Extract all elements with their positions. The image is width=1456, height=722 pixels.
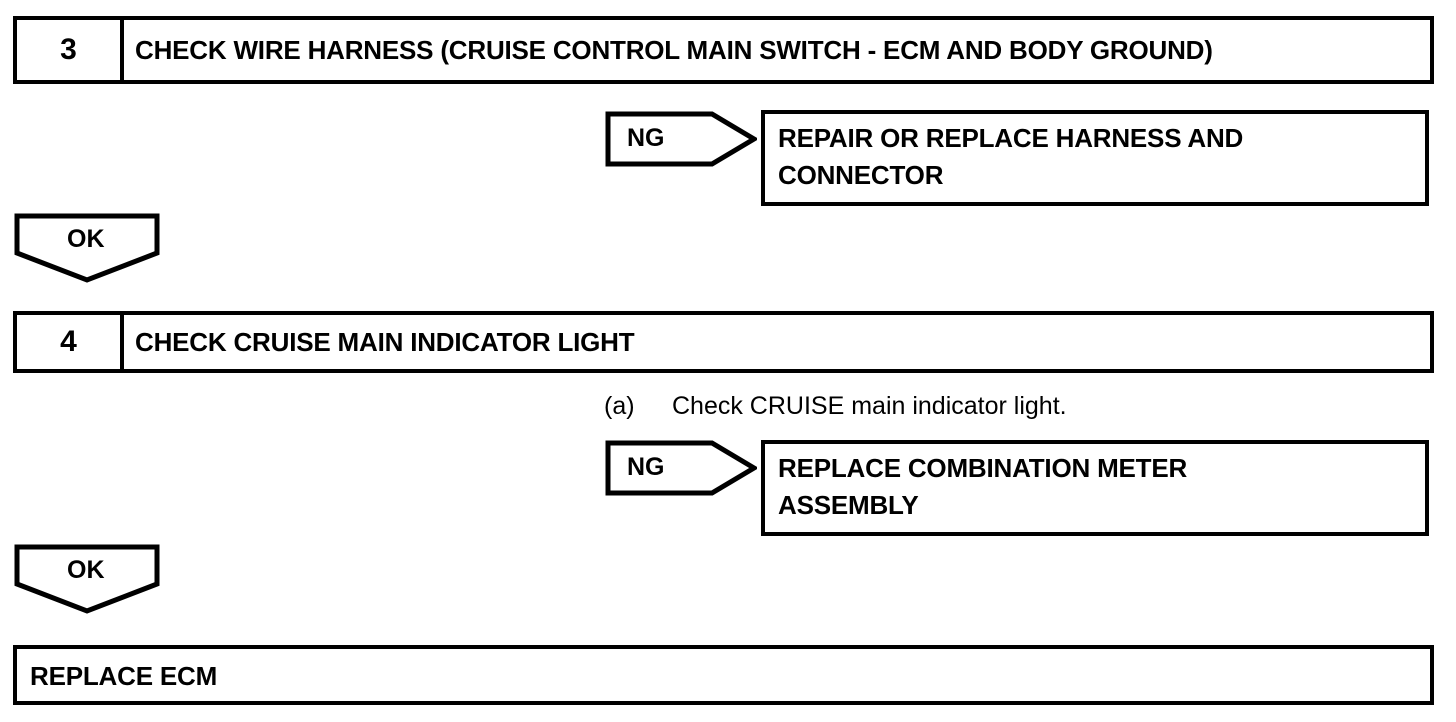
- connector-ng-label: NG: [627, 453, 665, 481]
- step-number-4: 4: [17, 315, 124, 369]
- final-outcome-box: REPLACE ECM: [13, 645, 1434, 705]
- result-line-2: ASSEMBLY: [778, 490, 919, 520]
- result-line-1: REPAIR OR REPLACE HARNESS AND: [778, 123, 1244, 153]
- step-row-3: 3 CHECK WIRE HARNESS (CRUISE CONTROL MAI…: [13, 16, 1434, 84]
- final-outcome-text: REPLACE ECM: [30, 661, 218, 691]
- connector-ng-step-3: NG: [605, 111, 757, 167]
- step-row-4: 4 CHECK CRUISE MAIN INDICATOR LIGHT: [13, 311, 1434, 373]
- step-title-3: CHECK WIRE HARNESS (CRUISE CONTROL MAIN …: [135, 34, 1213, 65]
- connector-ok-step-4: OK: [14, 544, 160, 614]
- procedure-text: Check CRUISE main indicator light.: [672, 392, 1067, 420]
- step-title-4: CHECK CRUISE MAIN INDICATOR LIGHT: [135, 326, 635, 357]
- connector-ok-label: OK: [67, 225, 105, 253]
- result-box-repair-harness: REPAIR OR REPLACE HARNESS AND CONNECTOR: [761, 110, 1429, 206]
- connector-ok-label: OK: [67, 556, 105, 584]
- step-number-3: 3: [17, 20, 124, 80]
- result-box-replace-meter: REPLACE COMBINATION METER ASSEMBLY: [761, 440, 1429, 536]
- result-line-2: CONNECTOR: [778, 160, 944, 190]
- connector-ng-label: NG: [627, 124, 665, 152]
- procedure-marker: (a): [604, 392, 635, 420]
- connector-ng-step-4: NG: [605, 440, 757, 496]
- connector-ok-step-3: OK: [14, 213, 160, 283]
- result-line-1: REPLACE COMBINATION METER: [778, 453, 1188, 483]
- procedure-line-a: (a) Check CRUISE main indicator light.: [604, 392, 1067, 421]
